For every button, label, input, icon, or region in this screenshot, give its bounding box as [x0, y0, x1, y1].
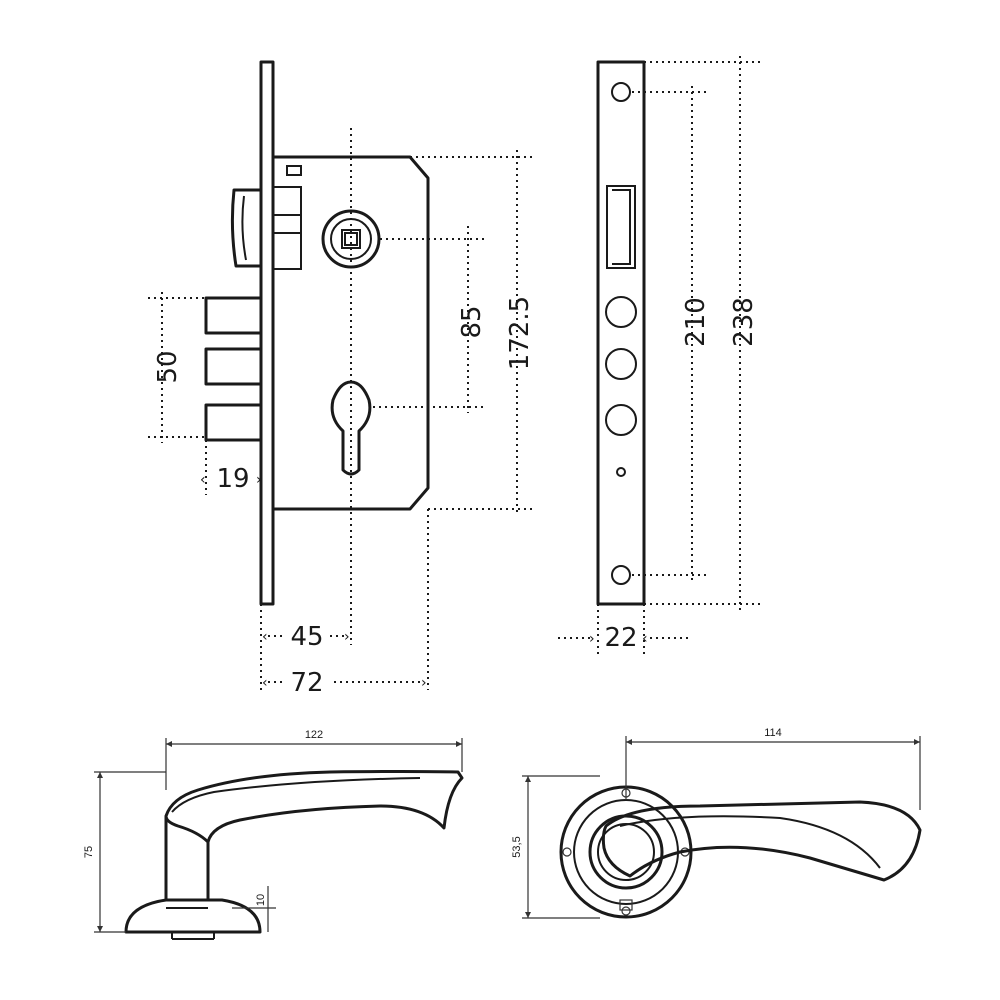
dim-screw-distance: 210	[681, 297, 711, 347]
svg-text:›: ›	[344, 629, 350, 645]
handle-neck	[164, 816, 210, 900]
dim-backset: 45	[290, 622, 323, 652]
svg-text:‹: ‹	[642, 631, 648, 647]
svg-text:‹: ‹	[262, 675, 268, 691]
dim-bolt-span: 50	[153, 350, 183, 383]
deadbolt-1	[204, 296, 263, 335]
faceplate-screw-top	[611, 82, 631, 102]
bolt-hole-1	[605, 296, 637, 328]
dim-latch-projection: 19	[216, 464, 249, 494]
dim-body-depth: 72	[290, 668, 323, 698]
handle-lever	[164, 770, 464, 844]
svg-text:›: ›	[421, 675, 427, 691]
lock-front-plate	[259, 60, 275, 606]
lock-body-view: 85 172.5 50 ‹ › 19 ‹ › 45 ‹ › 72	[148, 60, 535, 698]
handle-side-view: 122 75 10	[83, 729, 464, 940]
faceplate	[596, 60, 646, 606]
faceplate-view: 210 238 › ‹ 22	[558, 56, 760, 658]
dim-rose-diameter: 53,5	[511, 836, 523, 857]
handle-front-view: 114 53,5	[511, 727, 922, 919]
bolt-hole-3	[605, 404, 637, 436]
svg-text:‹: ‹	[200, 472, 206, 488]
faceplate-screw-bottom	[611, 565, 631, 585]
lock-case	[273, 155, 430, 511]
deadbolt-2	[204, 347, 263, 386]
latch-opening	[606, 185, 636, 269]
latch-bolt	[230, 188, 261, 268]
dim-total-height: 238	[729, 297, 759, 347]
dim-center-distance: 85	[457, 305, 487, 338]
cylinder-keyhole	[330, 380, 372, 476]
dim-front-length: 114	[764, 727, 782, 739]
front-lever	[601, 800, 922, 882]
front-rose-inner	[588, 814, 664, 890]
svg-text:‹: ‹	[262, 629, 268, 645]
dim-handle-height: 75	[83, 846, 95, 858]
dim-rose-thickness: 10	[255, 894, 267, 906]
dim-handle-length: 122	[305, 729, 323, 741]
svg-text:›: ›	[256, 472, 262, 488]
dim-faceplate-width: 22	[604, 623, 637, 653]
dim-body-height: 172.5	[505, 296, 535, 370]
latch-block	[272, 186, 302, 270]
bolt-hole-2	[605, 348, 637, 380]
deadbolt-3	[204, 403, 263, 442]
svg-text:›: ›	[589, 631, 595, 647]
handle-rose	[124, 898, 262, 934]
lock-small-slot	[286, 165, 302, 176]
